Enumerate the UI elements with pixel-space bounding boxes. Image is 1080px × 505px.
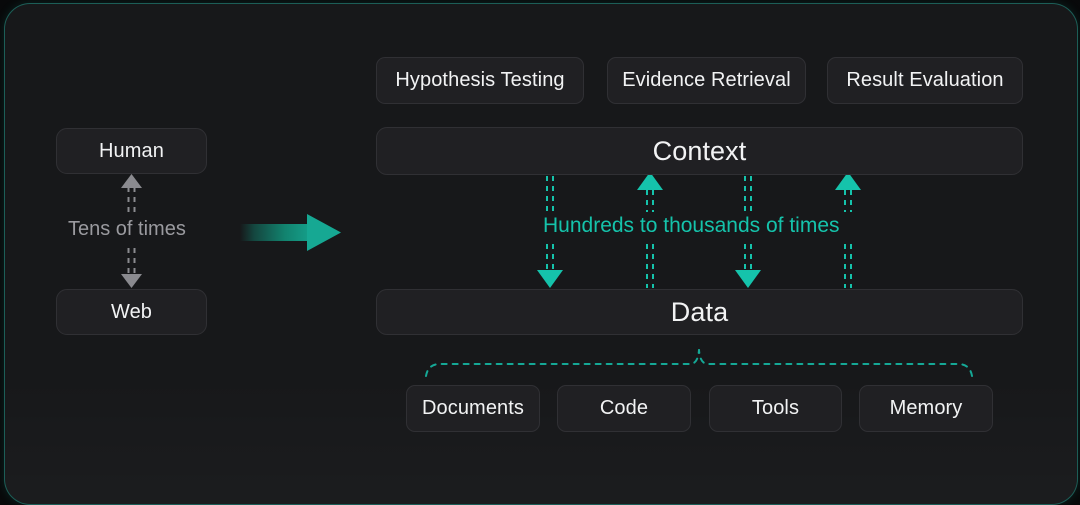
node-data-label: Data — [670, 296, 729, 327]
node-web[interactable]: Web — [56, 289, 207, 335]
task-label: Evidence Retrieval — [622, 69, 791, 91]
source-label: Code — [599, 397, 649, 419]
task-box-evidence-retrieval[interactable]: Evidence Retrieval — [607, 57, 806, 104]
source-label: Tools — [751, 397, 800, 419]
node-context-label: Context — [652, 135, 747, 166]
node-human-label: Human — [99, 139, 164, 162]
hundreds-to-thousands-label: Hundreds to thousands of times — [543, 214, 840, 237]
node-data[interactable]: Data — [376, 289, 1023, 335]
tens-of-times-label: Tens of times — [68, 218, 186, 240]
node-context[interactable]: Context — [376, 127, 1023, 175]
task-box-result-evaluation[interactable]: Result Evaluation — [827, 57, 1023, 104]
task-label: Result Evaluation — [846, 69, 1004, 91]
source-label: Documents — [421, 397, 525, 419]
task-label: Hypothesis Testing — [395, 69, 565, 91]
source-label: Memory — [889, 397, 963, 419]
source-box-documents[interactable]: Documents — [406, 385, 540, 432]
source-box-code[interactable]: Code — [557, 385, 691, 432]
source-box-memory[interactable]: Memory — [859, 385, 993, 432]
source-box-tools[interactable]: Tools — [709, 385, 842, 432]
node-human[interactable]: Human — [56, 128, 207, 174]
diagram-root: Human Tens of times Web Hypothesis Testi… — [4, 3, 1078, 505]
task-box-hypothesis-testing[interactable]: Hypothesis Testing — [376, 57, 584, 104]
node-web-label: Web — [110, 300, 153, 323]
